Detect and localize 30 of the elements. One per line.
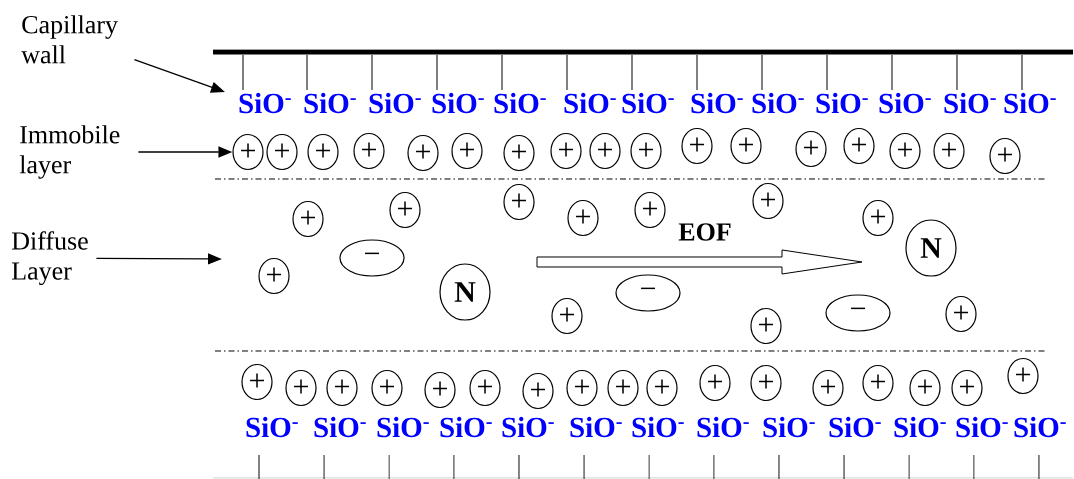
surface-group-label: SiO$^{-}$ xyxy=(239,92,291,114)
surface-group-label: SiO$^{-}$ xyxy=(564,92,616,114)
surface-group-label: SiO$^{-}$ xyxy=(369,92,421,114)
surface-group-label: SiO$^{-}$ xyxy=(570,416,622,438)
surface-group-label: SiO$^{-}$ xyxy=(314,416,366,438)
surface-group-label: SiO$^{-}$ xyxy=(816,92,868,114)
surface-group-label: SiO$^{-}$ xyxy=(1004,92,1056,114)
surface-group-label: SiO$^{-}$ xyxy=(879,92,931,114)
surface-group-label: SiO$^{-}$ xyxy=(304,92,356,114)
surface-group-label: SiO$^{-}$ xyxy=(829,416,881,438)
surface-group-label: SiO$^{-}$ xyxy=(622,92,674,114)
surface-group-label: SiO$^{-}$ xyxy=(944,92,996,114)
surface-group-label: SiO$^{-}$ xyxy=(1014,416,1066,438)
surface-group-label: SiO$^{-}$ xyxy=(763,416,815,438)
surface-group-label: SiO$^{-}$ xyxy=(377,416,429,438)
surface-group-label: SiO$^{-}$ xyxy=(894,416,946,438)
surface-group-label: SiO$^{-}$ xyxy=(956,416,1008,438)
layer-label: Capillary wall xyxy=(21,15,118,64)
surface-group-label: SiO$^{-}$ xyxy=(494,92,546,114)
surface-group-label: SiO$^{-}$ xyxy=(691,92,743,114)
surface-group-label: SiO$^{-}$ xyxy=(440,416,492,438)
surface-group-label: SiO$^{-}$ xyxy=(246,416,298,438)
surface-group-label: SiO$^{-}$ xyxy=(697,416,749,438)
surface-group-label: SiO$^{-}$ xyxy=(632,416,684,438)
surface-group-label: SiO$^{-}$ xyxy=(502,416,554,438)
layer-label: Diffuse Layer xyxy=(11,231,88,286)
surface-group-label: SiO$^{-}$ xyxy=(752,92,804,114)
flow-label: EOF xyxy=(678,223,731,241)
layer-label: Immobile layer xyxy=(19,125,120,179)
surface-group-label: SiO$^{-}$ xyxy=(432,92,484,114)
